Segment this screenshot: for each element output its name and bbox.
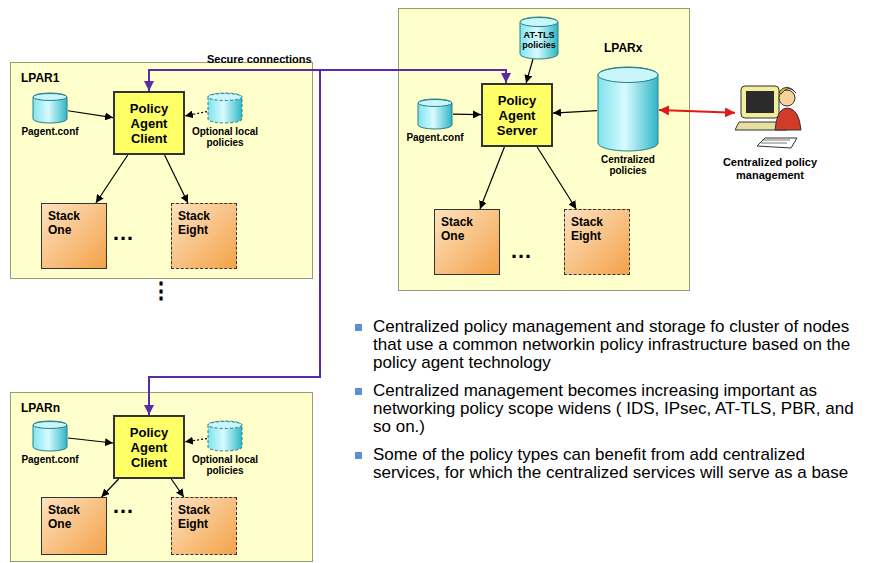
cylinder-top — [33, 422, 67, 429]
policy-agent-box: Policy Agent Client — [113, 415, 185, 479]
bullet-square — [355, 388, 362, 395]
lpar-heading: LPAR1 — [21, 71, 59, 85]
cylinder-top — [208, 422, 242, 429]
bullet-item: Centralized policy management and storag… — [355, 318, 855, 372]
cylinder-body — [598, 67, 658, 151]
ellipsis-mark: … — [112, 495, 134, 517]
policy-agent-box: Policy Agent Server — [481, 83, 553, 147]
agent-label: Policy Agent Server — [486, 93, 548, 138]
bullet-text: Centralized policy management and storag… — [373, 318, 855, 372]
admin-label: Centralized policy management — [715, 156, 825, 182]
policy-store-cylinder: Pagent.conf — [32, 93, 68, 123]
cylinder-body — [33, 93, 67, 123]
tcpip-stack-box: Stack One — [41, 497, 107, 555]
ellipsis-mark: ⋮ — [150, 280, 172, 302]
store-label: Pagent.conf — [10, 126, 90, 137]
lpar-panel: LPAR1Pagent.confPolicy Agent ClientOptio… — [10, 62, 313, 279]
stack-label: Stack One — [48, 503, 100, 531]
policy-store-cylinder: AT-TLS policies — [519, 17, 559, 59]
cylinder-top — [418, 100, 452, 107]
admin-workstation: Centralized policy management — [735, 78, 805, 150]
tcpip-stack-box: Stack Eight — [171, 497, 237, 555]
stack-label: Stack One — [48, 209, 100, 237]
lpar-heading: LPARn — [21, 401, 60, 415]
ellipsis-mark: … — [112, 222, 134, 244]
cylinder-top — [33, 94, 67, 101]
cylinder-body — [33, 421, 67, 451]
bullet-square — [355, 324, 362, 331]
agent-label: Policy Agent Client — [118, 425, 180, 470]
policy-store-cylinder: Centralized policies — [597, 67, 659, 151]
cylinder-body — [208, 93, 242, 123]
policy-store-cylinder: Optional local policies — [207, 421, 243, 451]
store-label: Optional local policies — [187, 454, 263, 476]
stack-label: Stack Eight — [178, 209, 230, 237]
store-label: Optional local policies — [187, 126, 263, 148]
cylinder-outline — [207, 93, 243, 123]
person-icon — [735, 86, 801, 148]
store-label: Pagent.conf — [395, 132, 475, 143]
bullet-item: Some of the policy types can benefit fro… — [355, 446, 855, 482]
cylinder-outline — [207, 421, 243, 451]
cylinder-body — [208, 421, 242, 451]
tcpip-stack-box: Stack Eight — [564, 209, 630, 275]
tcpip-stack-box: Stack One — [434, 209, 500, 275]
policy-store-cylinder: Optional local policies — [207, 93, 243, 123]
ellipsis-mark: … — [510, 240, 532, 262]
cylinder-outline — [32, 421, 68, 451]
store-label: Pagent.conf — [10, 454, 90, 465]
tcpip-stack-box: Stack Eight — [171, 203, 237, 269]
person-illustration — [735, 78, 805, 150]
stack-label: Stack One — [441, 215, 493, 243]
policy-store-cylinder: Pagent.conf — [32, 421, 68, 451]
stack-label: Stack Eight — [571, 215, 623, 243]
lpar-panel: LPARxAT-TLS policiesPolicy Agent ServerP… — [398, 8, 690, 291]
lpar-panel: LPARnPagent.confPolicy Agent ClientOptio… — [10, 392, 313, 562]
bullet-text: Centralized management becomes increasin… — [373, 382, 855, 436]
bullet-square — [355, 452, 362, 459]
cylinder-body — [520, 17, 558, 59]
bullet-text: Some of the policy types can benefit fro… — [373, 446, 855, 482]
agent-label: Policy Agent Client — [118, 101, 180, 146]
cylinder-outline — [597, 67, 659, 151]
cylinder-top — [598, 68, 658, 83]
tcpip-stack-box: Stack One — [41, 203, 107, 269]
bullet-item: Centralized management becomes increasin… — [355, 382, 855, 436]
edge-label: Secure connections — [205, 53, 314, 66]
cylinder-body — [418, 99, 452, 129]
cylinder-top — [520, 18, 558, 27]
cylinder-outline — [417, 99, 453, 129]
lpar-heading: LPARx — [604, 41, 642, 55]
store-label: AT-TLS policies — [519, 30, 559, 50]
policy-store-cylinder: Pagent.conf — [417, 99, 453, 129]
store-label: Centralized policies — [583, 154, 673, 176]
stack-label: Stack Eight — [178, 503, 230, 531]
cylinder-top — [208, 94, 242, 101]
cylinder-outline — [32, 93, 68, 123]
policy-agent-box: Policy Agent Client — [113, 91, 185, 155]
